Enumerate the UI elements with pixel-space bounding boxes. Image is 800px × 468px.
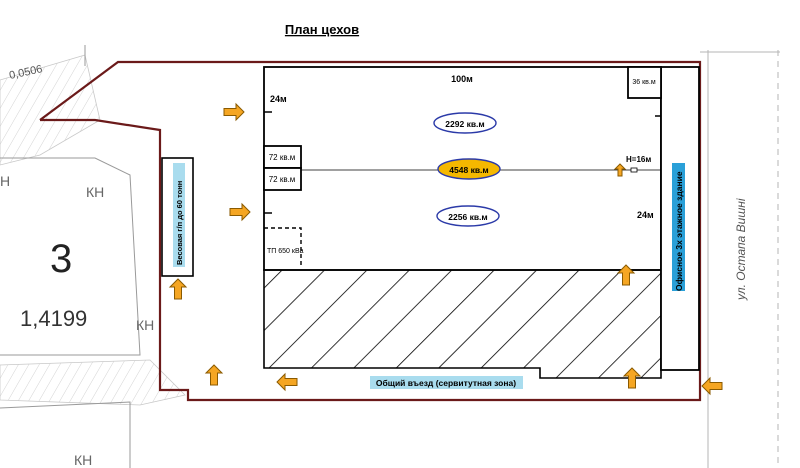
height-marker: [630, 167, 638, 173]
hatched-road-top-left: [0, 54, 101, 166]
small-room-2-area: 72 кв.м: [269, 175, 296, 184]
site-boundary: [39, 60, 702, 402]
plan-title: План цехов: [285, 22, 359, 37]
entrance-label: Общий въезд (сервитутная зона): [376, 378, 516, 388]
lower-hall-ellipse: [436, 205, 500, 227]
small-room-1-area: 72 кв.м: [269, 153, 296, 162]
entrance-label-box: [370, 376, 523, 389]
arrow-icon: [229, 202, 251, 222]
arrow-icon: [276, 372, 298, 392]
neighbor-parcel-line-2: [0, 401, 131, 468]
cadastral-background: 0,0506 КН Н 3 1,4199 КН КН ул. Остапа Ви…: [0, 45, 780, 468]
small-room-2: [263, 167, 302, 191]
lower-hall-area: 2256 кв.м: [448, 212, 487, 222]
hatched-road-bottom: [0, 359, 186, 406]
cadastre-kn-edge: Н: [0, 173, 10, 189]
dimension-length: 100м: [451, 74, 473, 84]
office-label-box: [672, 163, 685, 291]
street-name: ул. Остапа Вишні: [734, 198, 748, 301]
corner-room: [627, 66, 662, 99]
office-label: Офисное 3х этажное здание: [674, 171, 684, 291]
corner-room-area: 36 кв.м: [632, 79, 655, 86]
arrow-icon: [701, 376, 723, 396]
upper-hall-area: 2292 кв.м: [445, 119, 484, 129]
arrow-icon: [613, 163, 627, 177]
arrow-icon: [223, 102, 245, 122]
arrow-icon: [204, 364, 224, 386]
weighbridge-label-box: [173, 163, 185, 267]
substation-outline: [264, 227, 302, 268]
weighbridge-label: Весовая г/п до 60 тонн: [175, 181, 184, 265]
dimension-width-right: 24м: [637, 210, 654, 220]
arrow-icon: [168, 278, 188, 300]
dimension-height: H=16м: [626, 155, 651, 164]
substation-label: ТП 650 кВа: [267, 248, 304, 255]
arrow-icon: [622, 367, 642, 389]
open-yard-hatched: [263, 269, 662, 379]
total-area-ellipse: [437, 158, 501, 180]
cadastre-kn-1: КН: [86, 184, 104, 200]
upper-hall-ellipse: [433, 112, 497, 134]
cadastre-kn-2: КН: [136, 317, 154, 333]
parcel-area: 1,4199: [20, 306, 87, 331]
arrow-icon: [616, 264, 636, 286]
access-arrows: [168, 102, 723, 396]
total-area: 4548 кв.м: [449, 165, 488, 175]
parcel-number: 3: [50, 237, 72, 281]
cadastre-kn-3: КН: [74, 452, 92, 468]
neighbor-parcel-line: [0, 157, 141, 356]
dimension-width-left: 24м: [270, 94, 287, 104]
